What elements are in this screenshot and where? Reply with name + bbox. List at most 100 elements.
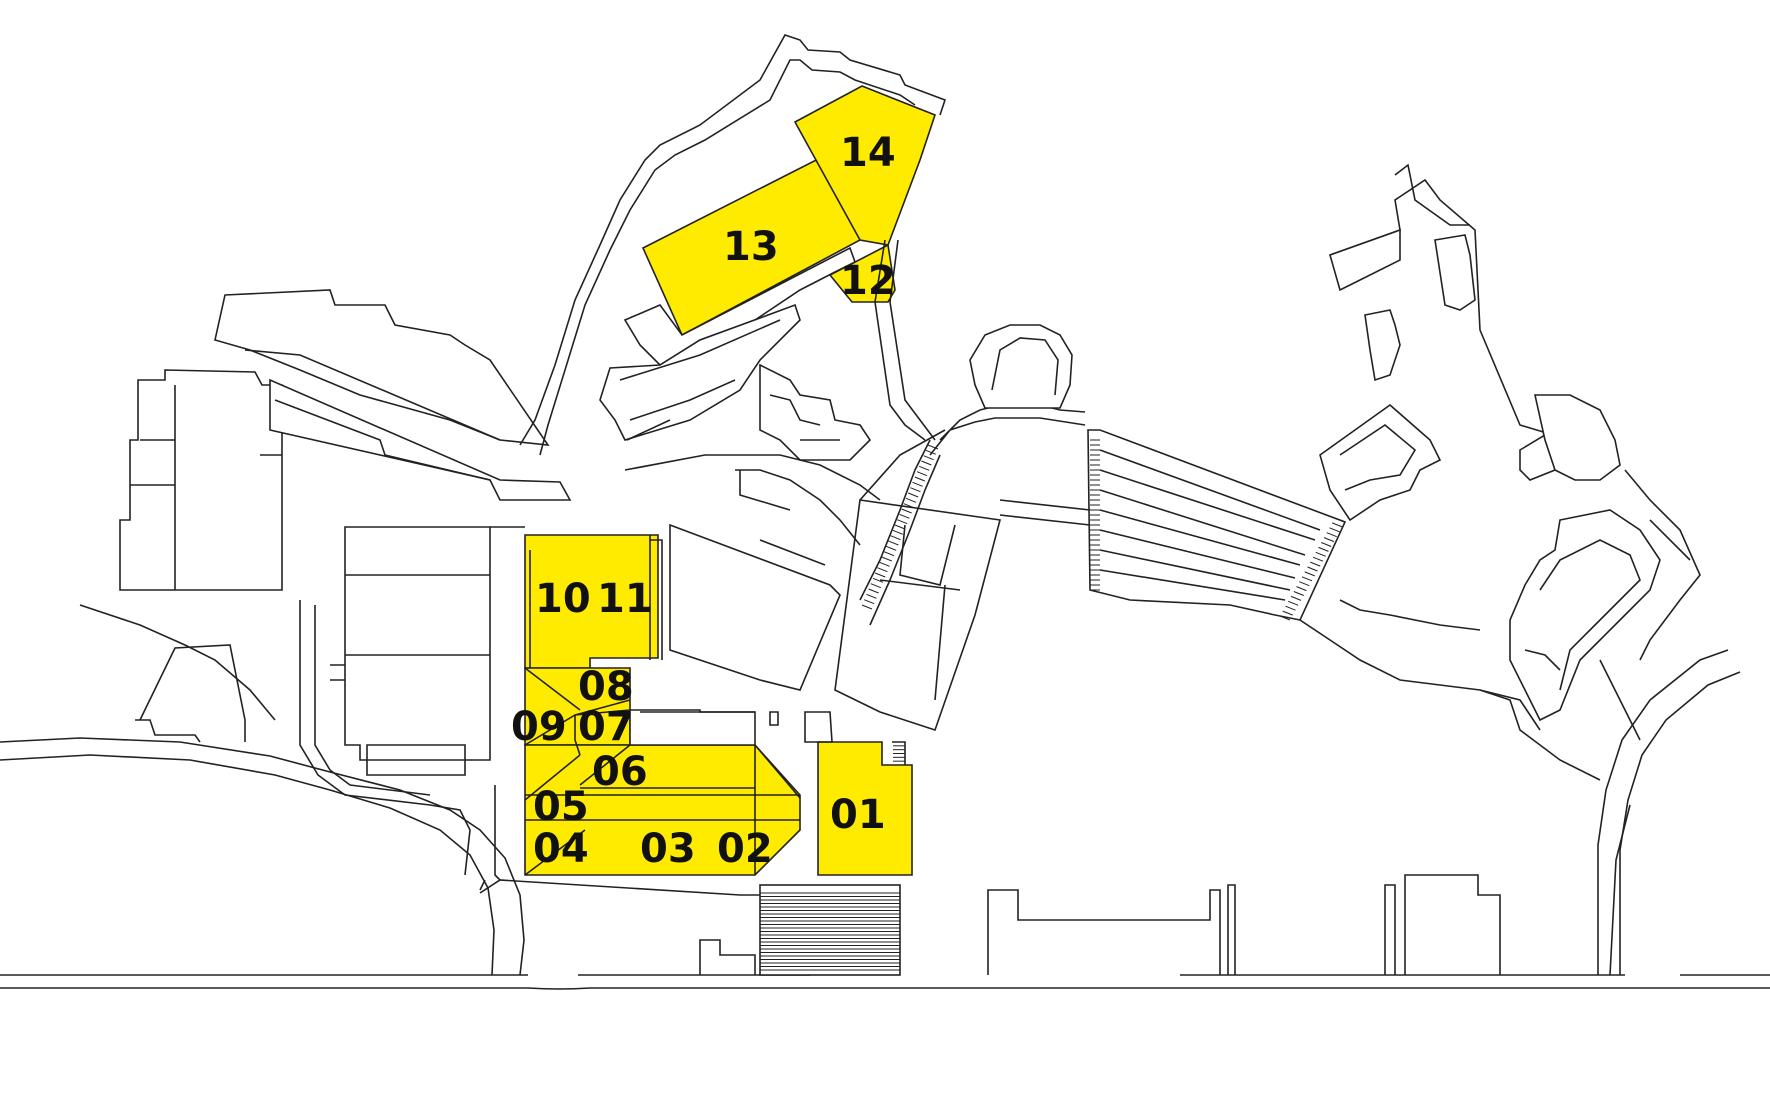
- far-east-building-4: [1534, 394, 1621, 481]
- stair-step-line: [886, 545, 897, 551]
- stair-step-line: [903, 503, 914, 509]
- rotunda-inner: [991, 337, 1059, 396]
- stair-step-line: [879, 561, 890, 567]
- stair-step-line: [1304, 571, 1315, 577]
- stair-step-line: [1334, 517, 1346, 523]
- curved-road-west-inner: [0, 754, 495, 976]
- north-of-01-lines: [640, 711, 779, 726]
- steps-south: [479, 879, 901, 976]
- far-east-right-edge: [1624, 469, 1701, 661]
- stair-step-line: [1323, 537, 1335, 543]
- stair-step-line: [1326, 532, 1337, 538]
- north-rotunda-path: [929, 404, 1086, 456]
- rotunda: [969, 324, 1073, 409]
- stair-step-line: [877, 567, 888, 573]
- label-building-04: 04: [533, 826, 589, 872]
- label-building-10: 10: [535, 576, 591, 622]
- label-building-02: 02: [717, 826, 773, 872]
- central-west-blocks: [299, 526, 525, 891]
- label-building-13: 13: [723, 224, 779, 270]
- stair-step-line: [919, 465, 930, 471]
- stair-step-line: [894, 524, 906, 530]
- stair-step-line: [908, 492, 919, 498]
- east-path-to-road: [999, 499, 1601, 781]
- stair-step-line: [899, 513, 910, 519]
- roads: [0, 649, 1770, 990]
- stair-step-line: [1296, 586, 1307, 592]
- north-mid-building: [759, 363, 872, 461]
- road-east-edge: [1609, 804, 1631, 976]
- building-01-shape: [817, 741, 913, 876]
- north-steps-path: [859, 439, 941, 626]
- stair-step-line: [1332, 522, 1343, 528]
- far-east-buildings: [1319, 163, 1701, 741]
- far-east-building-2: [1319, 403, 1442, 522]
- label-building-07: 07: [578, 704, 634, 750]
- far-east-building-2-inner: [1339, 424, 1417, 491]
- far-east-lower-path: [1479, 659, 1641, 741]
- stair-step-line: [1318, 546, 1329, 552]
- west-path: [479, 785, 501, 891]
- stair-step-line: [1290, 595, 1302, 601]
- large-hall: [344, 526, 491, 761]
- west-corridor-small: [330, 664, 345, 681]
- stair-step-line: [868, 588, 879, 594]
- stair-step-line: [1312, 556, 1324, 562]
- far-east-curved-inner: [1524, 539, 1641, 691]
- north-path-east: [874, 239, 936, 441]
- stair-step-line: [875, 572, 886, 578]
- stair-step-line: [888, 540, 899, 546]
- west-terrace-buildings: [79, 289, 572, 743]
- stair-step-line: [916, 471, 928, 477]
- stair-step-line: [866, 593, 877, 599]
- east-terrace-block: [999, 429, 1601, 781]
- stair-step-line: [883, 551, 895, 557]
- west-corridor: [299, 600, 471, 876]
- stair-step-line: [1310, 561, 1321, 567]
- far-east-building-1: [1329, 228, 1401, 292]
- stair-step-line: [912, 481, 923, 487]
- far-east-curved-block: [1509, 509, 1661, 722]
- label-building-05: 05: [533, 784, 589, 830]
- stair-step-line: [861, 604, 873, 610]
- building-below-13-b: [599, 303, 801, 441]
- stair-step-line: [1279, 615, 1291, 621]
- northwest-building: [214, 289, 550, 446]
- stair-step-line: [1301, 576, 1313, 582]
- far-east-outline-2: [1394, 163, 1470, 226]
- stair-step-line: [905, 497, 917, 503]
- central-tower-block: [834, 499, 1002, 732]
- building-11-edge: [649, 535, 663, 660]
- stair-step-line: [890, 535, 901, 541]
- stair-step-line: [1307, 566, 1318, 572]
- stair-step-line: [1285, 605, 1296, 611]
- north-outline-wall: [519, 34, 947, 446]
- steps-south-lines: [760, 892, 900, 971]
- stair-step-line: [870, 583, 881, 589]
- road-east-curve: [1597, 649, 1729, 975]
- stair-step-line: [1299, 581, 1310, 587]
- stair-step-line: [864, 599, 875, 605]
- stair-step-line: [897, 519, 908, 525]
- label-building-08: 08: [578, 664, 634, 710]
- west-lot-step: [135, 719, 201, 743]
- stair-step-line: [881, 556, 892, 562]
- lower-right-blocks: [987, 874, 1501, 975]
- stair-step-line: [1293, 591, 1304, 596]
- stair-step-line: [927, 444, 939, 450]
- building-14-shape: [793, 85, 936, 246]
- stair-step-line: [910, 487, 921, 493]
- stair-step-line: [921, 460, 932, 466]
- stair-step-line: [1329, 527, 1340, 533]
- east-terrace-steps: [1090, 439, 1346, 621]
- stair-step-line: [923, 455, 934, 461]
- label-building-14: 14: [840, 130, 896, 176]
- label-building-03: 03: [640, 826, 696, 872]
- west-building-1: [119, 369, 283, 591]
- small-block-south: [699, 939, 756, 975]
- block-b: [1227, 884, 1236, 975]
- building-north-of-01: [629, 709, 756, 746]
- west-building-2-inner: [274, 399, 491, 481]
